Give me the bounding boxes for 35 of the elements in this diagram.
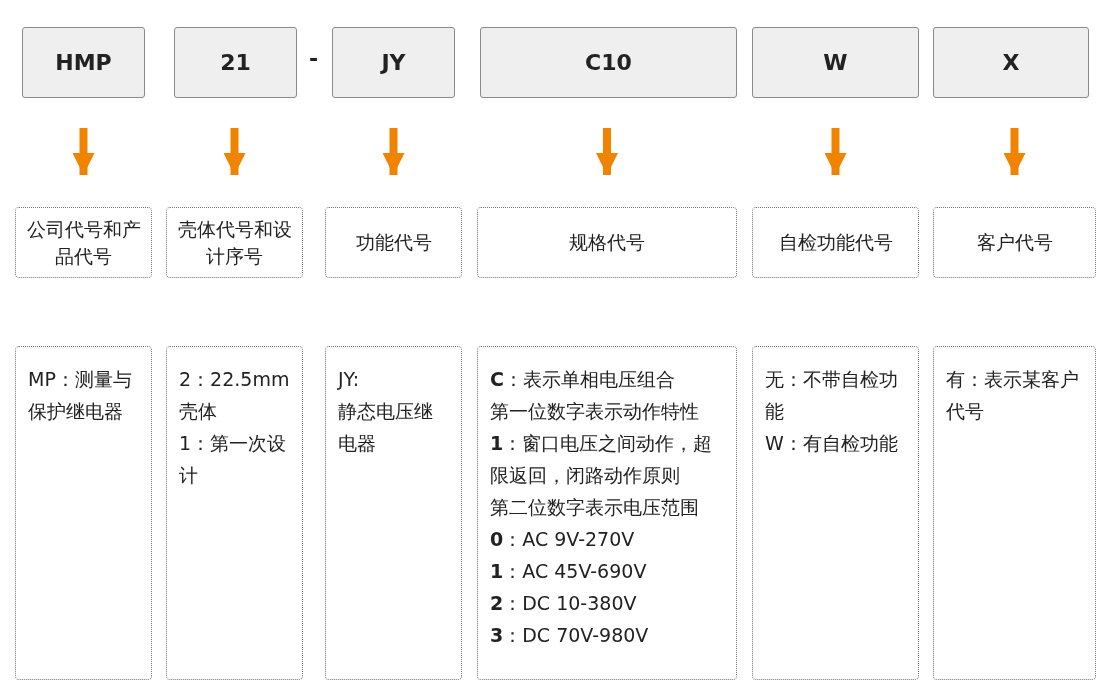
description-text: 0：AC 9V-270V	[490, 527, 636, 552]
code-box	[22, 27, 145, 98]
description-text: 1：窗口电压之间动作，超限返回，闭路动作原则	[490, 431, 714, 488]
description-text: 2：22.5mm壳体	[179, 367, 291, 424]
description-text: JY:	[338, 367, 361, 392]
description-text: 无：不带自检功能	[765, 367, 899, 424]
code-text: HMP	[55, 50, 112, 75]
code-box	[332, 27, 455, 98]
description-text: 静态电压继电器	[338, 399, 434, 456]
code-text: C10	[585, 50, 632, 75]
code-box	[480, 27, 737, 98]
code-text: 21	[220, 50, 251, 75]
meaning-text: 功能代号	[355, 230, 432, 255]
description-text: 第二位数字表示电压范围	[490, 495, 700, 520]
description-text: 1：AC 45V-690V	[490, 559, 648, 584]
meaning-text: 自检功能代号	[778, 230, 893, 255]
meaning-text: 壳体代号和设计序号	[176, 216, 293, 269]
description-text: 第一位数字表示动作特性	[490, 399, 700, 424]
meaning-text: 公司代号和产品代号	[25, 216, 142, 269]
code-text: JY	[381, 50, 406, 75]
description-text: 2：DC 10-380V	[490, 591, 638, 616]
description-text: 3：DC 70V-980V	[490, 623, 650, 648]
description-text: C：表示单相电压组合	[490, 367, 676, 392]
description-text: MP：测量与保护继电器	[28, 367, 133, 424]
code-box	[752, 27, 919, 98]
code-box	[933, 27, 1089, 98]
description-text: W：有自检功能	[765, 431, 899, 456]
meaning-text: 客户代号	[976, 230, 1053, 255]
code-text: W	[823, 50, 848, 75]
description-text: 有：表示某客户代号	[946, 367, 1080, 424]
meaning-text: 规格代号	[569, 230, 645, 255]
code-text: X	[1002, 50, 1020, 75]
description-text: 1：第一次设计	[179, 431, 288, 488]
code-box	[174, 27, 297, 98]
separator-text: -	[309, 46, 319, 71]
